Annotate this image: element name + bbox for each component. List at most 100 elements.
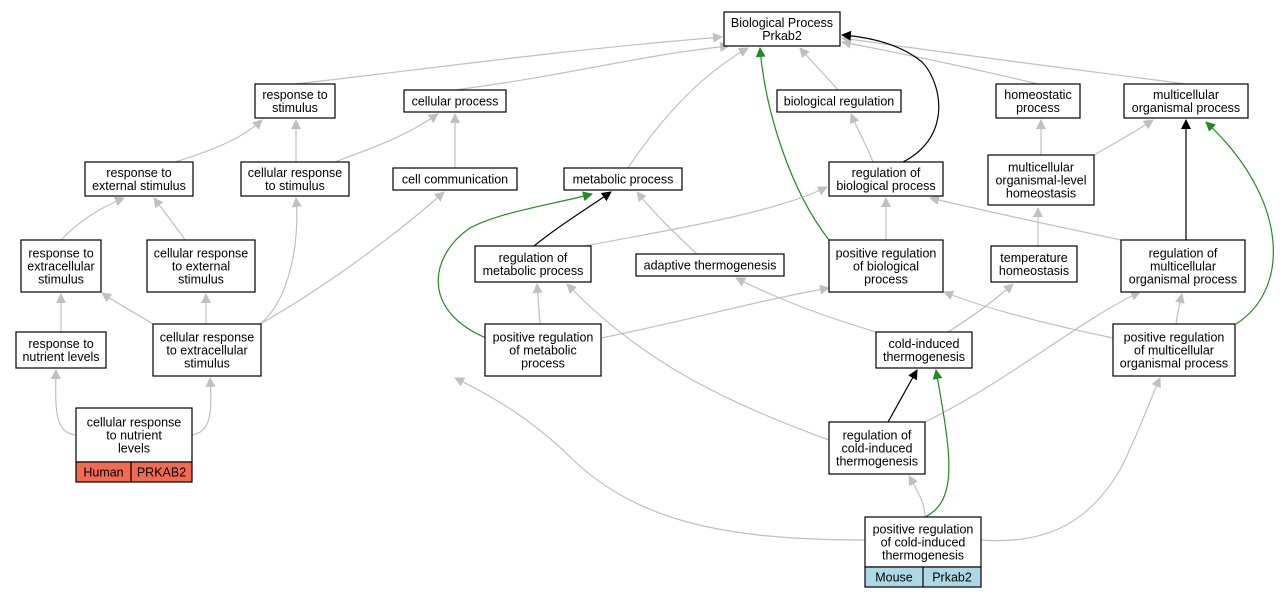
node-box — [635, 253, 785, 277]
edge-is-a — [334, 113, 439, 163]
node-label-line: process — [864, 273, 908, 287]
node-label-line: of metabolic — [509, 344, 576, 358]
node-label-line: cold-induced — [842, 442, 913, 456]
edge-is-a — [259, 191, 445, 325]
edge-is-a — [454, 377, 866, 541]
node-cell-communication[interactable]: cell communication — [392, 167, 518, 191]
node-label-line: biological regulation — [784, 95, 895, 109]
node-box — [403, 89, 507, 113]
node-label-line: process — [521, 357, 565, 371]
node-label-line: response to — [262, 88, 327, 102]
edge-is-a — [1093, 119, 1154, 156]
node-label-line: of cold-induced — [881, 536, 966, 550]
edge-positively-regulates — [755, 47, 830, 241]
node-box — [484, 323, 602, 377]
edge-regulates — [841, 30, 940, 163]
node-label-line: cold-induced — [889, 337, 960, 351]
edge-is-a — [583, 186, 828, 247]
node-box — [152, 323, 262, 377]
node-label-line: stimulus — [184, 357, 230, 371]
node-label-line: multicellular — [1150, 260, 1216, 274]
node-label-line: extracellular — [27, 260, 94, 274]
edge-is-a — [259, 197, 302, 325]
node-box — [990, 245, 1078, 283]
node-label-line: biological process — [836, 179, 935, 193]
node-label-line: multicellular — [1153, 88, 1219, 102]
node-label-line: cellular process — [412, 95, 499, 109]
node-label-line: regulation of — [852, 166, 921, 180]
node-box — [987, 154, 1095, 206]
edge-regulates — [533, 191, 612, 247]
node-label-line: Biological Process — [731, 16, 833, 30]
edge-is-a — [636, 191, 698, 255]
edge-is-a — [454, 41, 730, 91]
node-label-line: cellular response — [160, 331, 255, 345]
edge-regulates — [887, 369, 918, 423]
badge-species: Mouse — [875, 571, 913, 585]
node-box — [1120, 239, 1246, 293]
node-box — [828, 161, 944, 197]
edge-positively-regulates — [924, 369, 950, 518]
node-label-line: organismal process — [1129, 273, 1237, 287]
node-cellular-process[interactable]: cellular process — [403, 89, 507, 113]
node-biological-regulation[interactable]: biological regulation — [776, 89, 902, 113]
node-label-line: to external — [172, 260, 230, 274]
node-label-line: process — [1016, 101, 1060, 115]
edge-is-a — [943, 290, 1114, 339]
badge-species: Human — [83, 466, 123, 480]
node-label-line: thermogenesis — [836, 455, 918, 469]
node-label-line: positive regulation — [836, 247, 937, 261]
node-label-line: organismal process — [1120, 357, 1228, 371]
node-box — [20, 239, 102, 293]
node-metabolic-process[interactable]: metabolic process — [563, 167, 683, 191]
node-adaptive-thermogenesis[interactable]: adaptive thermogenesis — [635, 253, 785, 277]
edge-positively-regulates — [437, 191, 593, 339]
node-label-line: to extracellular — [166, 344, 247, 358]
node-label-line: thermogenesis — [882, 549, 964, 563]
node-box — [146, 239, 256, 293]
node-box — [723, 11, 841, 47]
edge-is-a — [1174, 293, 1185, 325]
edge-is-a — [735, 277, 877, 333]
node-label-line: cellular response — [248, 166, 343, 180]
edge-is-a — [929, 195, 1122, 241]
node-label-line: response to — [106, 166, 171, 180]
edge-is-a — [153, 197, 186, 241]
node-box — [240, 161, 350, 197]
node-label-line: thermogenesis — [883, 350, 965, 364]
edge-is-a — [532, 283, 543, 325]
node-box — [995, 83, 1081, 119]
node-label-line: cellular response — [87, 416, 182, 430]
node-label-line: homeostasis — [1006, 187, 1076, 201]
node-box — [392, 167, 518, 191]
edge-is-a — [50, 369, 76, 436]
node-label-line: of multicellular — [1134, 344, 1214, 358]
node-box — [254, 83, 336, 119]
node-box — [474, 245, 592, 283]
node-label-line: levels — [118, 442, 150, 456]
node-label-line: multicellular — [1008, 161, 1074, 175]
